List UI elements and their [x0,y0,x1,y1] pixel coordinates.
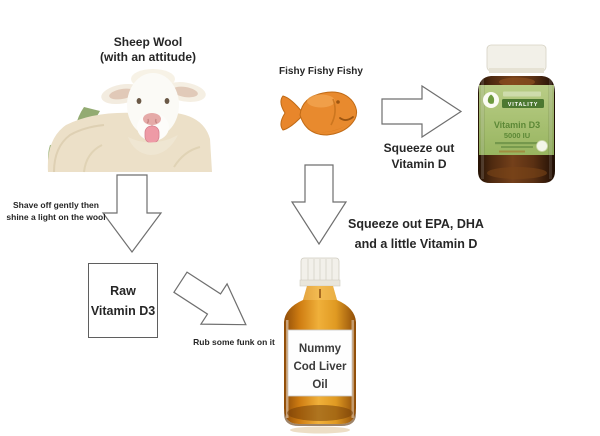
oil-bottom-shade [287,405,353,421]
raw-box-line1: Raw [110,283,136,298]
sheep-title: Sheep Wool (with an attitude) [78,35,218,66]
neck-mark [319,289,321,298]
sheep-body-wool [47,112,213,172]
shave-note-line2: shine a light on the wool [6,212,106,223]
sheep-eye-right [164,98,170,104]
sheep-title-line1: Sheep Wool [113,35,183,49]
sheep-nose [143,113,161,125]
leaf-icon [487,94,495,104]
squeeze-vitamin-d-note: Squeeze out Vitamin D [377,140,461,172]
squeeze-epa-line2: and a little Vitamin D [354,237,478,251]
vitamin-d3-bottle: VITALITY Vitamin D3 5000 IU [478,44,555,183]
label-edge-shade-left [479,85,485,155]
oil-label-line2: Cod Liver [293,361,347,373]
glass-highlight-left [481,79,484,179]
down-arrow-icon [290,164,348,246]
oil-label-line3: Oil [312,379,327,391]
label-small-text-line-3 [499,150,525,153]
wool-texture-1 [53,124,105,173]
wool-texture-2 [83,144,103,173]
fish-title: Fishy Fishy Fishy [279,66,363,77]
goldfish-crease [330,98,336,126]
arrow-sheep-to-raw [101,174,163,254]
glass-highlight-left [286,320,289,418]
sheep-title-line2: (with an attitude) [100,50,196,65]
goldfish-highlight [307,94,335,108]
brand-badge-text: VITALITY [508,102,538,108]
sheep-ear-right-inner [172,86,198,98]
sheep-chest-wool [128,135,178,155]
wool-texture-3 [173,146,201,168]
label-seal-badge [536,140,548,152]
shave-note: Shave off gently then shine a light on t… [5,199,107,224]
glass-highlight-right [351,320,354,418]
bottle-cap-lip [489,68,544,73]
squeeze-d-line2: Vitamin D [391,157,447,172]
arrow-fish-to-bottle [381,84,463,139]
sheep-photo [47,69,213,173]
cap-base-ring [299,279,341,287]
oil-bottle-label [287,329,353,397]
bottle-cap [486,44,547,72]
down-arrow-icon [101,174,163,254]
oil-label-line1: Nummy [299,343,342,355]
capsules-glint [499,77,535,87]
rub-funk-note: Rub some funk on it [193,337,275,347]
goldfish-tail [280,95,304,131]
squeeze-epa-line1: Squeeze out EPA, DHA [348,217,484,231]
sheep-nostrils [146,118,158,124]
glass-highlight-right [549,79,552,179]
product-name-text: Vitamin D3 [494,120,540,130]
squeeze-d-line1: Squeeze out [383,141,455,155]
cod-liver-oil-bottle: Nummy Cod Liver Oil [284,257,356,434]
right-arrow-icon [381,84,463,139]
shave-note-line1: Shave off gently then [13,200,99,210]
goldfish-cracker [280,91,358,136]
sheep-tongue [144,125,160,144]
raw-vitamin-d3-box: Raw Vitamin D3 [88,263,158,338]
raw-box-line2: Vitamin D3 [90,303,156,318]
squeeze-epa-note: Squeeze out EPA, DHA and a little Vitami… [347,214,485,254]
arrow-raw-to-oil [173,271,247,326]
label-edge-shade-right [548,85,554,155]
sheep-eye-left [136,98,142,104]
diagonal-arrow-icon [173,271,247,326]
brand-badge [502,99,544,108]
cap-ribs [307,259,333,281]
bottle-base [284,408,356,426]
bottle-reflection [290,426,350,434]
brand-faint-text-row [503,91,541,97]
label-small-text-line-1 [495,142,539,145]
arrow-fish-to-oil [290,164,348,246]
bottle-bottom-glint [487,167,547,179]
goldfish-eye [336,100,340,104]
label-small-text-line-2 [501,146,533,148]
goldfish-smile [339,116,354,121]
dose-text: 5000 IU [504,131,530,140]
